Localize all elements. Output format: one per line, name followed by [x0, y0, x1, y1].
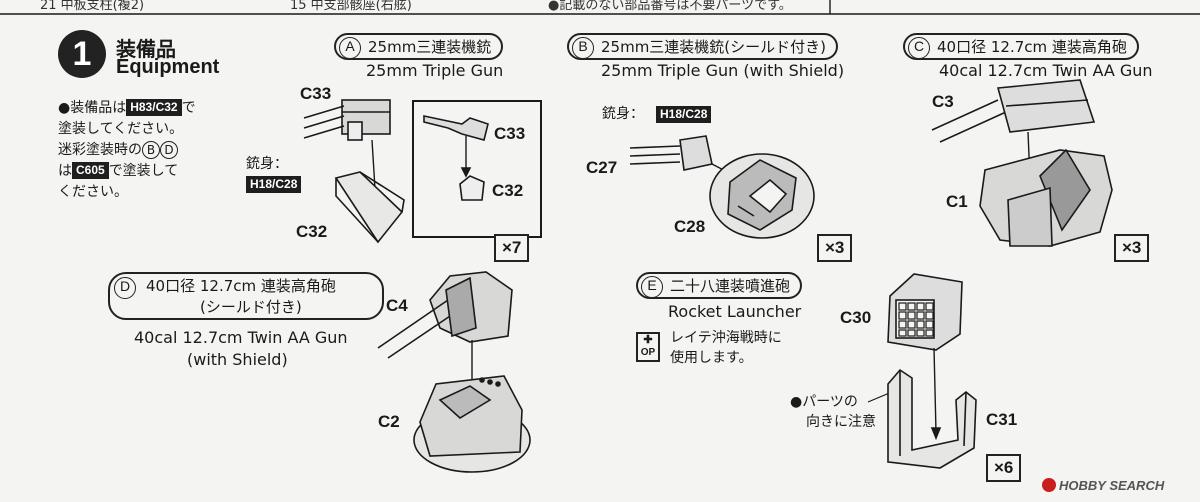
paint-note-line2: 塗装してください。	[58, 121, 184, 137]
panel-b-barrel-label: 銃身：	[602, 106, 644, 122]
panel-a-title-en: 25mm Triple Gun	[366, 61, 504, 80]
panel-d-title-jp-1: 40口径 12.7cm 連装高角砲	[146, 277, 336, 295]
panel-d-title-jp-2: (シールド付き)	[200, 298, 302, 316]
note-letter-d: D	[160, 141, 178, 159]
panel-b-part-c27: C27	[586, 158, 618, 177]
part-c33-drawing	[303, 99, 391, 141]
panel-c-title-jp: 40口径 12.7cm 連装高角砲	[937, 38, 1127, 56]
panel-e-part-c30: C30	[840, 308, 872, 327]
panel-a-quantity: ×7	[494, 234, 530, 262]
panel-e-op-note-2: 使用します。	[670, 350, 753, 366]
paint-note-line5: ください。	[58, 184, 128, 200]
panel-a-title-pill: A 25mm三連装機銃	[334, 33, 504, 60]
panel-c-part-c1: C1	[946, 192, 968, 211]
panel-b-part-c28: C28	[674, 217, 706, 236]
paint-code-c605: C605	[72, 162, 109, 179]
panel-d-part-c2: C2	[378, 412, 400, 431]
part-c32-drawing	[334, 171, 405, 244]
optional-part-icon: ✚ OP	[636, 332, 660, 362]
panel-c-title-en: 40cal 12.7cm Twin AA Gun	[939, 61, 1153, 80]
part-c28-drawing	[709, 153, 815, 239]
panel-c-letter: C	[908, 37, 930, 59]
watermark-logo-icon	[1042, 478, 1056, 492]
panel-a-inset-part-c32: C32	[492, 181, 524, 200]
panel-e-title-pill: E 二十八連装噴進砲	[636, 272, 803, 299]
panel-e-title-en: Rocket Launcher	[668, 302, 802, 321]
panel-c-part-c3: C3	[932, 92, 954, 111]
part-c30-drawing	[887, 273, 963, 351]
panel-e-letter: E	[641, 276, 663, 298]
panel-d-part-c4: C4	[386, 296, 408, 315]
panel-e-quantity: ×6	[986, 454, 1022, 482]
panel-e-orient-note-2: 向きに注意	[806, 414, 876, 430]
top-strip-left: 21 中板支柱(複2)	[40, 0, 145, 13]
panel-e-op-note-1: レイテ沖海戦時に	[670, 330, 782, 346]
top-strip: 21 中板支柱(複2) 15 中支部骸座(右舷) ●記載のない部品番号は不要パー…	[0, 0, 1200, 14]
part-c1-drawing	[979, 148, 1113, 247]
panel-b-barrel-code: H18/C28	[656, 106, 712, 123]
watermark: HOBBY SEARCH	[1042, 478, 1164, 493]
panel-e-part-c31: C31	[986, 410, 1018, 429]
panel-c-title-pill: C 40口径 12.7cm 連装高角砲	[903, 33, 1139, 60]
panel-e-title-jp: 二十八連装噴進砲	[670, 277, 791, 295]
panel-a-title-jp: 25mm三連装機銃	[368, 38, 492, 56]
panel-d-title-en-2: (with Shield)	[187, 350, 288, 369]
panel-e-orient-note-1: ●パーツの	[790, 394, 858, 410]
part-c3-drawing	[931, 79, 1096, 143]
panel-b-quantity: ×3	[817, 234, 853, 262]
part-c2-drawing	[413, 375, 531, 473]
top-strip-mid: 15 中支部骸座(右舷)	[290, 0, 412, 13]
panel-b-title-pill: B 25mm三連装機銃(シールド付き)	[567, 33, 839, 60]
step-title-jp: 装備品	[116, 37, 176, 61]
panel-a-letter: A	[339, 37, 361, 59]
panel-a-barrel-code: H18/C28	[246, 176, 302, 193]
panel-d-title-en-1: 40cal 12.7cm Twin AA Gun	[134, 328, 348, 347]
panel-a-barrel-label: 銃身：	[246, 156, 288, 172]
panel-a-inset-part-c33: C33	[494, 124, 526, 143]
panel-a-part-c32: C32	[296, 222, 328, 241]
panel-b-letter: B	[572, 37, 594, 59]
part-c27-drawing	[629, 135, 713, 171]
part-c4-drawing	[377, 271, 513, 359]
panel-b-title-en: 25mm Triple Gun (with Shield)	[601, 61, 845, 80]
panel-c-quantity: ×3	[1114, 234, 1150, 262]
panel-d-title-box: D 40口径 12.7cm 連装高角砲 (シールド付き)	[108, 272, 384, 320]
note-letter-b: B	[142, 141, 160, 159]
top-strip-right: ●記載のない部品番号は不要パーツです。	[548, 0, 792, 13]
step-title-en: Equipment	[116, 56, 220, 78]
paint-code-h83-c32: H83/C32	[126, 99, 182, 116]
part-c31-drawing	[887, 368, 977, 469]
panel-a-part-c33: C33	[300, 84, 332, 103]
panel-b-title-jp: 25mm三連装機銃(シールド付き)	[601, 38, 827, 56]
step-number-badge: 1	[58, 30, 106, 78]
panel-d-letter: D	[114, 277, 136, 299]
